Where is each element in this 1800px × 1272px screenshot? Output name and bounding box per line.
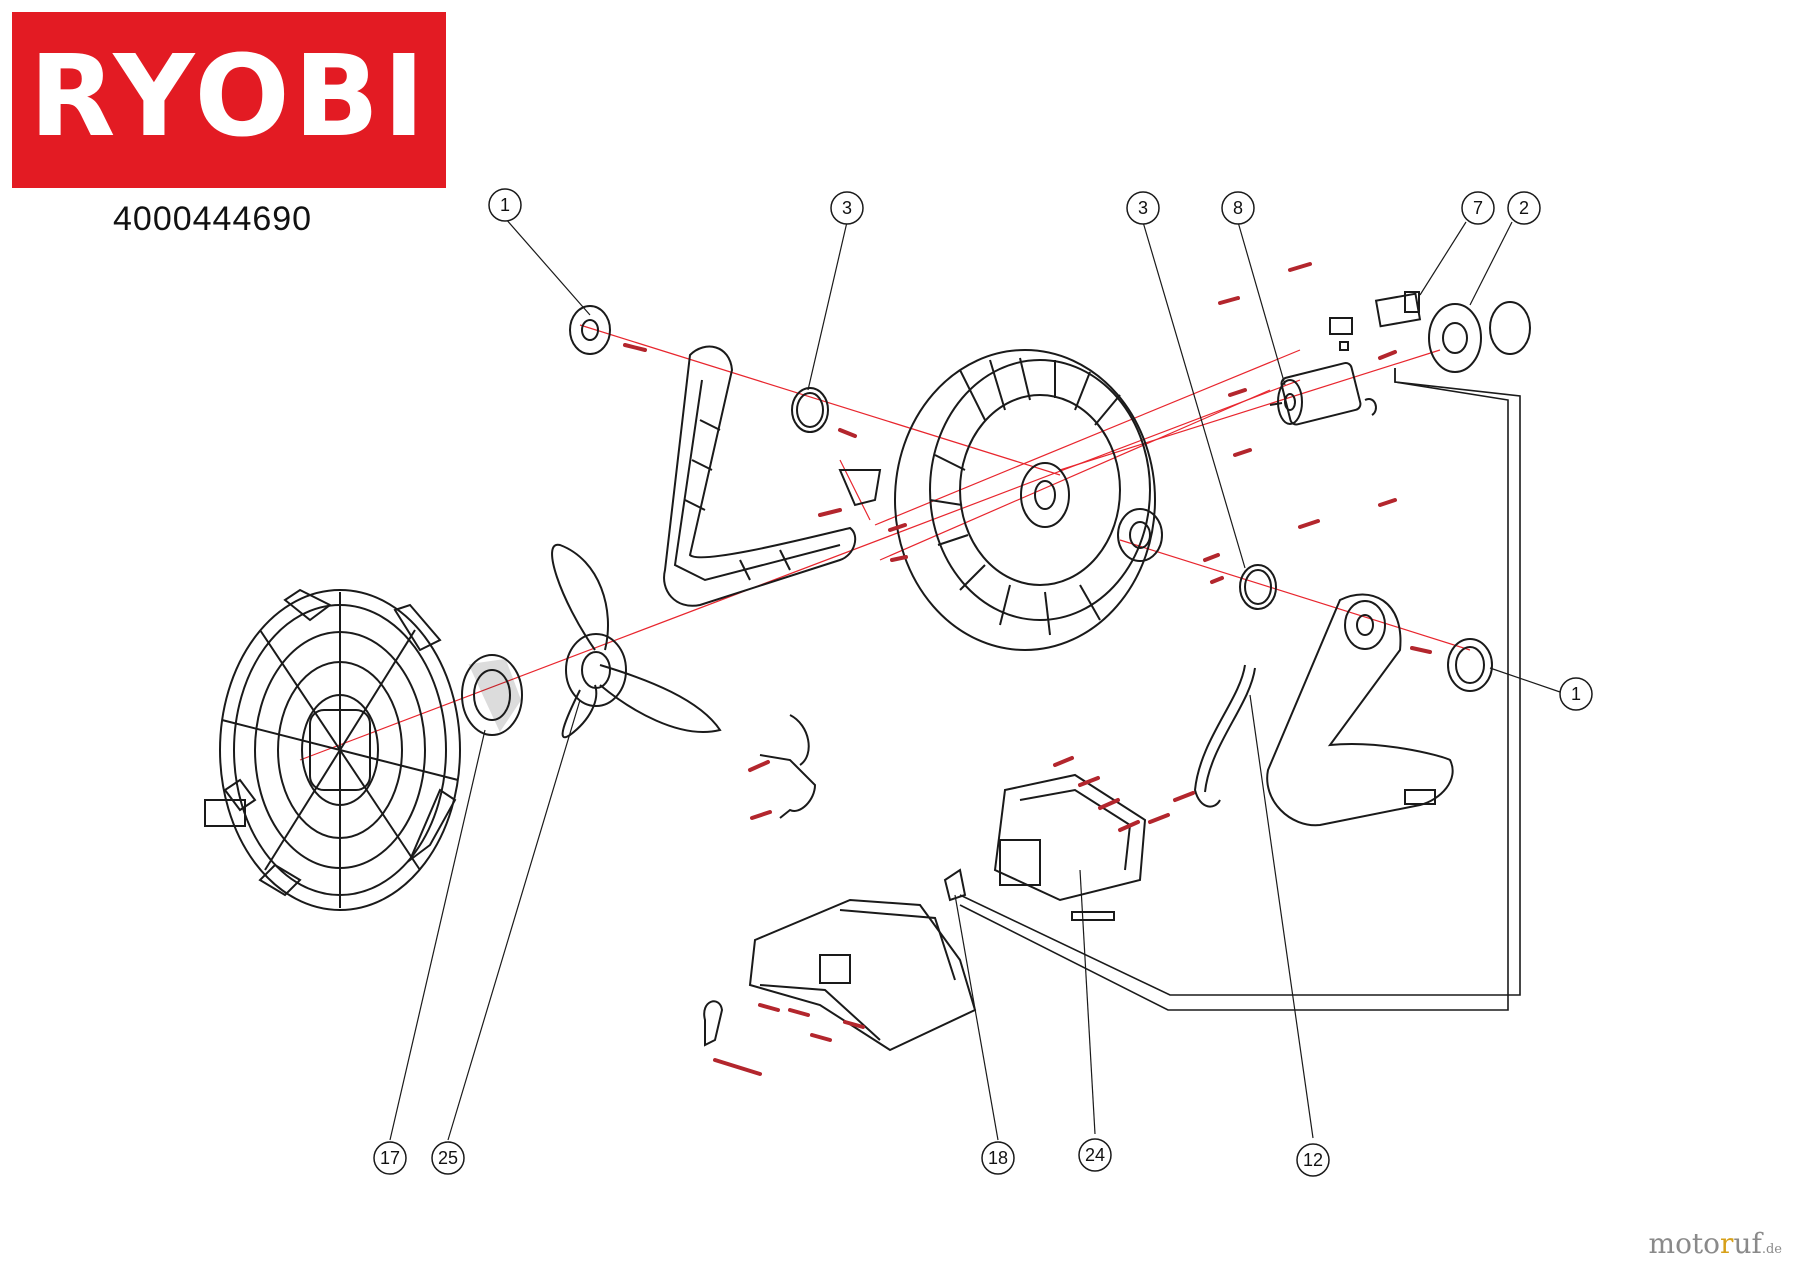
callout-circle-8 (1221, 191, 1255, 225)
support-rod (1193, 664, 1246, 808)
cord-hook (703, 1000, 724, 1047)
callout-circle-7 (1461, 191, 1495, 225)
o-ring-right (1239, 564, 1277, 610)
latch-clip (838, 469, 882, 507)
callout-label-12: 12 (1303, 1150, 1323, 1170)
assembly-axis-lines (299, 324, 1471, 761)
callout-circle-2 (1507, 191, 1541, 225)
ryobi-logo-text: RYOBI (29, 32, 429, 162)
right-end-cap (1447, 638, 1493, 692)
callout-label-24: 24 (1085, 1145, 1105, 1165)
small-connector (1339, 341, 1349, 351)
motoruf-watermark: motoruf.de (1649, 1227, 1782, 1260)
callout-circle-1 (1559, 677, 1593, 711)
motor-housing (894, 349, 1163, 651)
callout-circle-12 (1296, 1143, 1330, 1177)
callout-label-3: 3 (1138, 198, 1148, 218)
callout-circle-1 (488, 188, 522, 222)
callout-label-7: 7 (1473, 198, 1483, 218)
callout-label-3: 3 (842, 198, 852, 218)
spinner-cap (461, 654, 523, 736)
left-yoke (663, 345, 857, 607)
callout-label-8: 8 (1233, 198, 1243, 218)
o-ring-left-inner (796, 392, 824, 428)
support-rod-outline (1204, 667, 1256, 793)
callout-label-18: 18 (988, 1148, 1008, 1168)
callout-circle-25 (431, 1141, 465, 1175)
warning-label (204, 799, 246, 827)
callout-label-2: 2 (1519, 198, 1529, 218)
callout-circle-3 (830, 191, 864, 225)
screws (623, 262, 1432, 1076)
callout-circle-24 (1078, 1138, 1112, 1172)
rear-cap (1428, 301, 1531, 373)
capacitor (1329, 317, 1353, 335)
callout-circle-3 (1126, 191, 1160, 225)
callout-group: 1 3 3 8 7 2 1 17 25 18 24 12 (373, 188, 1593, 1177)
watermark-main-a: moto (1648, 1227, 1721, 1260)
watermark-main-b: uf (1733, 1227, 1762, 1260)
callout-circle-18 (981, 1141, 1015, 1175)
callout-label-1: 1 (1571, 684, 1581, 704)
part-number: 4000444690 (113, 200, 313, 238)
wire-harness-inner (959, 368, 1509, 1011)
callout-label-17: 17 (380, 1148, 400, 1168)
o-ring-left (791, 387, 829, 433)
callout-circle-17 (373, 1141, 407, 1175)
dc-motor (1269, 362, 1377, 426)
contact-plate (1071, 911, 1115, 921)
callout-label-25: 25 (438, 1148, 458, 1168)
cord-clip (759, 714, 817, 819)
callout-label-1: 1 (500, 195, 510, 215)
watermark-accent: r (1720, 1227, 1734, 1260)
rocker-switch (1374, 291, 1422, 328)
right-yoke (1266, 593, 1454, 827)
ryobi-logo: RYOBI (12, 12, 446, 188)
callout-leaders (389, 217, 1561, 1141)
left-end-cap (569, 305, 611, 355)
fan-guard (219, 588, 461, 911)
switch-actuator (943, 868, 967, 902)
battery-adapter (993, 773, 1147, 902)
o-ring-right-inner (1244, 569, 1272, 605)
watermark-suffix: .de (1761, 1242, 1782, 1257)
